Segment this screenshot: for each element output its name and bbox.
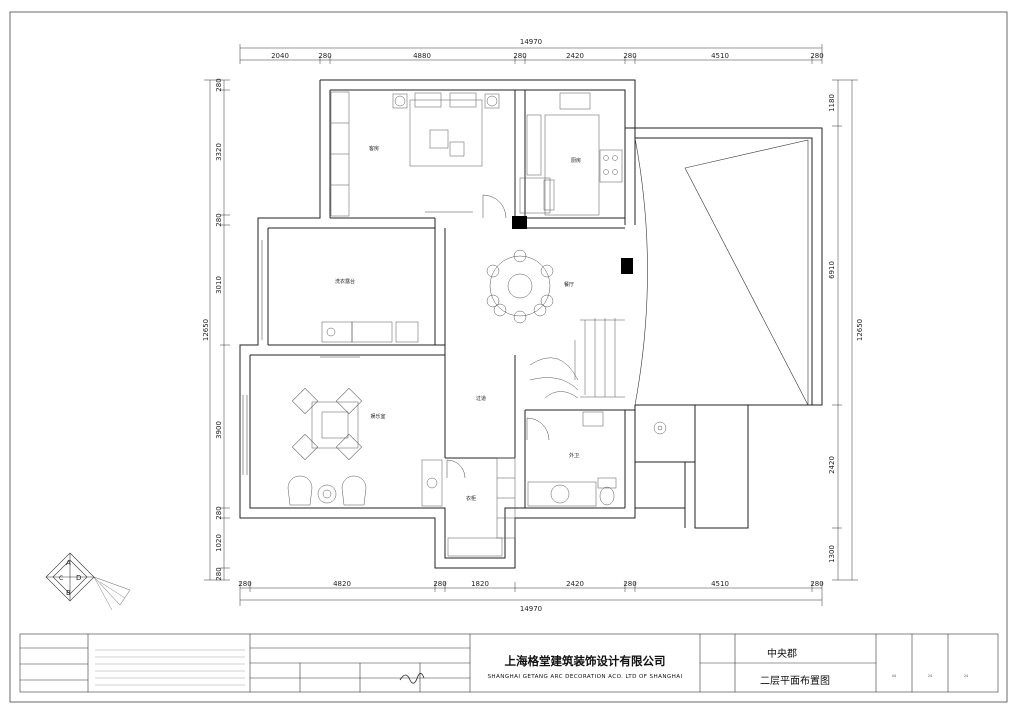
- windows: [242, 240, 263, 475]
- walls: [239, 79, 823, 569]
- drawing-name: 二层平面布置图: [760, 675, 830, 687]
- top-dim-8: 280: [810, 52, 823, 60]
- bottom-dim-7: 4510: [711, 580, 729, 588]
- left-dim-6: 280: [215, 506, 223, 519]
- designer-signature: [399, 673, 425, 684]
- top-dim-7: 4510: [711, 52, 729, 60]
- doors: [320, 194, 550, 479]
- top-dim-2: 280: [318, 52, 331, 60]
- company-name-en: SHANGHAI GETANG ARC DECORATION ACO. LTD …: [487, 674, 682, 680]
- bottom-dim-6: 280: [623, 580, 636, 588]
- furniture: [287, 91, 667, 557]
- top-dimensions: [239, 44, 823, 64]
- compass-letter-c: C: [59, 575, 63, 582]
- left-dim-5: 3900: [215, 421, 223, 439]
- room-label-bathroom: 外卫: [569, 452, 579, 459]
- left-dim-8: 280: [215, 567, 223, 580]
- bottom-dimensions: [239, 582, 823, 606]
- right-dimensions: [832, 79, 858, 581]
- title-block: [19, 633, 999, 693]
- compass-logo: [45, 552, 131, 611]
- room-label-entertainment: 娱乐室: [370, 413, 385, 420]
- bottom-dim-4: 1820: [471, 580, 489, 588]
- bottom-dim-2: 4820: [333, 580, 351, 588]
- top-dim-5: 2420: [566, 52, 584, 60]
- room-label-corridor: 过道: [476, 395, 486, 402]
- right-dim-4: 1300: [828, 545, 836, 563]
- sheet-count-b: 24: [964, 674, 968, 678]
- column-1: [512, 216, 527, 229]
- top-dim-1: 2040: [271, 52, 289, 60]
- left-dim-3: 280: [215, 213, 223, 226]
- top-total-dim: 14970: [520, 38, 542, 46]
- top-dim-6: 280: [623, 52, 636, 60]
- bottom-dim-1: 280: [238, 580, 251, 588]
- left-dim-7: 1020: [215, 534, 223, 552]
- sheet-border: [9, 11, 1008, 703]
- sheet-number: 04: [892, 674, 896, 678]
- column-2: [621, 258, 633, 274]
- room-label-wardrobe: 衣柜: [466, 495, 476, 502]
- top-dim-3: 4880: [413, 52, 431, 60]
- left-dim-2: 3320: [215, 143, 223, 161]
- sheet-count-a: 24: [928, 674, 932, 678]
- room-label-bedroom: 客房: [369, 145, 379, 152]
- room-label-laundry: 洗衣露台: [335, 278, 355, 285]
- right-dim-3: 2420: [828, 456, 836, 474]
- room-label-dining: 餐厅: [564, 281, 574, 288]
- right-total-dim: 12650: [856, 319, 864, 341]
- left-dimensions: [204, 79, 230, 581]
- right-dim-1: 1180: [828, 94, 836, 112]
- title-block-notes: [95, 649, 245, 686]
- left-dim-1: 280: [215, 78, 223, 91]
- left-dim-4: 3010: [215, 276, 223, 294]
- bottom-dim-3: 280: [433, 580, 446, 588]
- project-name: 中央郡: [767, 647, 797, 660]
- top-dim-4: 280: [513, 52, 526, 60]
- right-dim-2: 6910: [828, 261, 836, 279]
- room-label-kitchen: 厨房: [571, 157, 581, 164]
- left-total-dim: 12650: [202, 319, 210, 341]
- compass-letter-b: B: [66, 589, 71, 597]
- void-lines: [634, 137, 809, 406]
- bottom-total-dim: 14970: [520, 605, 542, 613]
- compass-letter-d: D: [76, 574, 81, 582]
- bottom-dim-5: 2420: [566, 580, 584, 588]
- company-name-cn: 上海格堂建筑装饰设计有限公司: [505, 654, 666, 668]
- bottom-dim-8: 280: [810, 580, 823, 588]
- compass-letter-a: A: [66, 559, 71, 567]
